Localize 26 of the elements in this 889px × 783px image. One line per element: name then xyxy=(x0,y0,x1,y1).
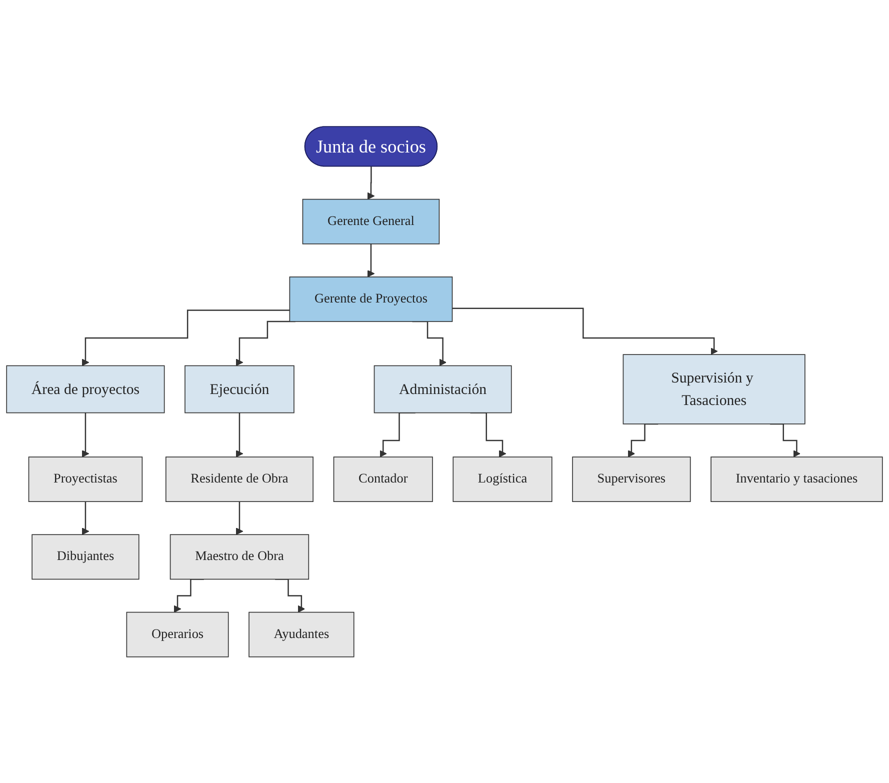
arrow xyxy=(236,500,244,535)
node-box: Contador xyxy=(333,456,433,502)
node-box: Ayudantes xyxy=(248,612,354,658)
node-box: Proyectistas xyxy=(28,456,143,502)
arrow xyxy=(275,578,306,612)
node-box: Gerente de Proyectos xyxy=(289,276,453,322)
node-box: Logística xyxy=(452,456,552,502)
arrow xyxy=(82,412,90,458)
node-box: Dibujantes xyxy=(32,534,140,580)
node-box: Área de proyectos xyxy=(6,365,165,413)
arrow xyxy=(174,578,204,612)
node-box: Administación xyxy=(374,365,512,413)
arrow xyxy=(236,412,244,458)
node-box: Supervisores xyxy=(572,456,691,502)
arrow xyxy=(82,500,90,535)
node-box: Supervisión y Tasaciones xyxy=(622,354,806,424)
node-box: Gerente General xyxy=(302,198,440,244)
node-box: Operarios xyxy=(126,612,229,658)
arrow xyxy=(367,243,375,278)
node-box: Inventario y tasaciones xyxy=(710,456,883,502)
node-box: Ejecución xyxy=(184,365,294,413)
arrow xyxy=(452,308,718,355)
arrow xyxy=(367,166,375,200)
node-box: Residente de Obra xyxy=(165,456,314,502)
arrow xyxy=(82,309,290,366)
node-box: Maestro de Obra xyxy=(170,534,310,580)
